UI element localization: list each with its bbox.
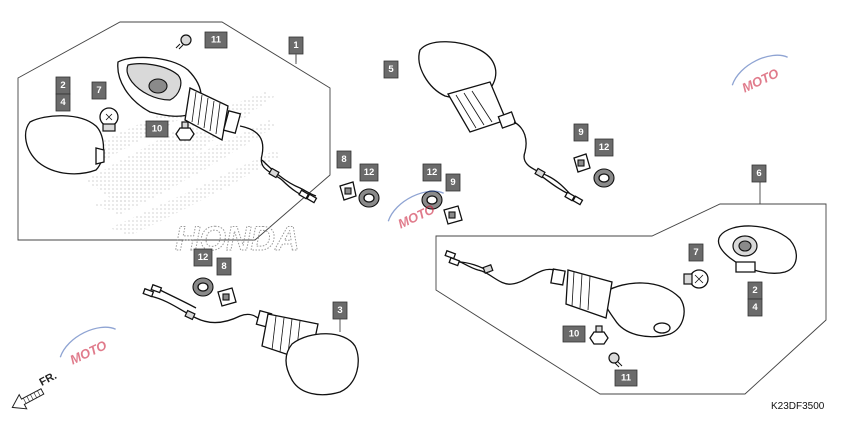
tag-11-right[interactable]: 11: [614, 369, 638, 387]
right-group-frame: [435, 203, 827, 395]
watermark-2: MOTO: [387, 190, 444, 231]
left-group: HONDA: [17, 21, 331, 259]
svg-text:9: 9: [450, 177, 455, 188]
left-nut: [175, 121, 195, 141]
svg-text:8: 8: [221, 261, 226, 272]
svg-text:4: 4: [752, 302, 758, 313]
left-screw: [175, 34, 192, 50]
tag-2-left[interactable]: 2: [55, 76, 71, 95]
upper-right-winker: [418, 41, 584, 206]
tag-4-right[interactable]: 4: [747, 298, 763, 317]
grommet-12-lower: [192, 277, 214, 297]
svg-text:5: 5: [388, 64, 394, 75]
svg-text:10: 10: [152, 124, 163, 135]
svg-text:MOTO: MOTO: [396, 201, 437, 231]
right-nut: [589, 325, 609, 345]
tag-12-left[interactable]: 12: [359, 163, 379, 182]
front-label: FR.: [38, 370, 59, 389]
reference-code: K23DF3500: [771, 401, 825, 412]
tag-4-left[interactable]: 4: [55, 93, 71, 112]
svg-text:MOTO: MOTO: [740, 65, 781, 95]
watermark-3: MOTO: [59, 326, 116, 367]
front-direction-indicator: FR.: [11, 370, 59, 410]
middle-rubbers: [339, 181, 463, 225]
part-tags: 1 2 4 7 10 11 8 12 12 9 5 9 12 6 7 2 4 1…: [55, 31, 767, 387]
left-lens: [24, 115, 105, 175]
right-bulb: [683, 269, 709, 289]
svg-text:2: 2: [752, 285, 757, 296]
tag-11-left[interactable]: 11: [204, 31, 228, 49]
grommet-12-right: [593, 168, 615, 188]
tag-12-center[interactable]: 12: [422, 163, 442, 182]
watermark-1: MOTO: [731, 54, 788, 95]
right-rubbers: [573, 153, 615, 188]
right-group: [435, 180, 827, 395]
svg-text:11: 11: [211, 35, 222, 46]
svg-text:2: 2: [60, 80, 65, 91]
svg-text:12: 12: [427, 167, 438, 178]
tag-3[interactable]: 3: [332, 301, 348, 320]
tag-8-left[interactable]: 8: [336, 150, 352, 169]
tag-10-left[interactable]: 10: [145, 120, 169, 138]
svg-text:12: 12: [198, 252, 209, 263]
right-winker-housing: [717, 225, 797, 274]
svg-text:8: 8: [341, 154, 346, 165]
tag-7-right[interactable]: 7: [688, 243, 704, 262]
svg-text:1: 1: [293, 40, 299, 51]
svg-text:4: 4: [60, 97, 66, 108]
svg-text:11: 11: [621, 373, 632, 384]
left-winker-assembly: [117, 56, 318, 204]
tag-12-lower[interactable]: 12: [193, 248, 213, 267]
svg-text:7: 7: [693, 247, 698, 258]
tag-8-lower[interactable]: 8: [216, 257, 232, 276]
tag-9-right[interactable]: 9: [573, 123, 589, 142]
tag-5[interactable]: 5: [383, 60, 399, 79]
svg-text:10: 10: [569, 329, 580, 340]
svg-text:12: 12: [364, 167, 375, 178]
svg-text:9: 9: [578, 127, 583, 138]
tag-2-right[interactable]: 2: [747, 281, 763, 300]
svg-text:3: 3: [337, 305, 342, 316]
svg-text:6: 6: [756, 168, 761, 179]
svg-text:12: 12: [599, 142, 610, 153]
right-screw: [608, 352, 623, 368]
arrow-left-icon: [11, 388, 45, 410]
svg-text:MOTO: MOTO: [68, 337, 109, 367]
tag-10-right[interactable]: 10: [562, 325, 586, 343]
grommet-12-left: [358, 188, 380, 208]
tag-12-right[interactable]: 12: [594, 138, 614, 157]
svg-text:7: 7: [96, 85, 101, 96]
tag-7-left[interactable]: 7: [91, 81, 107, 100]
lower-winker-assembly: [142, 277, 359, 396]
tag-6[interactable]: 6: [751, 164, 767, 183]
tag-9-center[interactable]: 9: [445, 173, 461, 192]
left-group-frame: [17, 21, 331, 241]
tag-1[interactable]: 1: [288, 36, 304, 55]
left-bulb: [99, 107, 119, 132]
